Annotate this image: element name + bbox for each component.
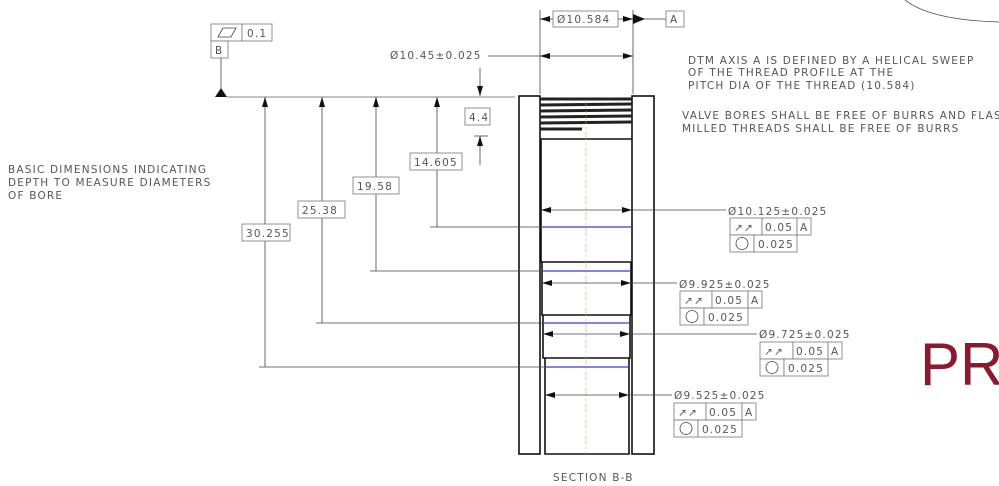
svg-text:DTM AXIS A IS DEFINED BY A HEL: DTM AXIS A IS DEFINED BY A HELICAL SWEEP (688, 55, 975, 67)
runout-icon: ↗↗ (684, 295, 704, 307)
flatness-icon (217, 27, 237, 38)
svg-text:0.05: 0.05 (765, 222, 793, 234)
datum-triangle-icon (215, 88, 227, 97)
svg-text:A: A (800, 222, 808, 234)
svg-text:DEPTH TO MEASURE DIAMETERS: DEPTH TO MEASURE DIAMETERS (8, 177, 211, 189)
depth-label: 14.605 (414, 157, 458, 169)
runout-icon: ↗↗ (764, 346, 784, 358)
svg-text:0.025: 0.025 (702, 424, 738, 436)
svg-text:MILLED THREADS SHALL BE FREE O: MILLED THREADS SHALL BE FREE OF BURRS (682, 123, 960, 135)
stamp-text: PR (920, 331, 999, 398)
svg-text:VALVE BORES SHALL BE FREE OF B: VALVE BORES SHALL BE FREE OF BURRS AND F… (682, 110, 999, 122)
svg-text:A: A (745, 407, 753, 419)
svg-text:0.025: 0.025 (708, 312, 744, 324)
thread-dimensions: Ø10.584 A Ø10.45±0.025 4.4 (390, 10, 685, 165)
svg-text:BASIC DIMENSIONS INDICATING: BASIC DIMENSIONS INDICATING (8, 164, 207, 176)
runout-icon: ↗↗ (734, 222, 754, 234)
thread-depth-label: 4.4 (469, 112, 489, 124)
flatness-frame: 0.1 B (210, 23, 273, 97)
svg-text:OF THE THREAD PROFILE AT THE: OF THE THREAD PROFILE AT THE (688, 67, 894, 79)
svg-text:0.05: 0.05 (709, 407, 737, 419)
general-notes: DTM AXIS A IS DEFINED BY A HELICAL SWEEP… (682, 55, 999, 135)
runout-icon: ↗↗ (678, 407, 698, 419)
thread-bore-dia-label: Ø10.45±0.025 (390, 50, 482, 62)
section-label: SECTION B-B (553, 472, 634, 484)
bore-callout: Ø9.725±0.025 ↗↗ 0.05 A 0.025 (630, 329, 851, 377)
flatness-tolerance: 0.1 (247, 28, 267, 40)
circularity-icon (685, 310, 699, 323)
depth-label: 30.255 (246, 228, 290, 240)
border-arc (904, 0, 999, 23)
svg-text:PITCH DIA OF THE THREAD (10.58: PITCH DIA OF THE THREAD (10.584) (688, 80, 916, 92)
datum-b-label: B (215, 45, 223, 57)
svg-text:0.05: 0.05 (715, 295, 743, 307)
svg-text:Ø10.125±0.025: Ø10.125±0.025 (728, 206, 827, 218)
svg-text:0.05: 0.05 (796, 346, 824, 358)
circularity-icon (765, 361, 779, 374)
bore-callout: Ø9.525±0.025 ↗↗ 0.05 A 0.025 (629, 390, 766, 438)
svg-text:0.025: 0.025 (758, 239, 794, 251)
svg-text:0.025: 0.025 (788, 363, 824, 375)
pitch-dia-label: Ø10.584 (557, 14, 610, 26)
datum-a-label: A (670, 14, 678, 26)
svg-text:Ø9.525±0.025: Ø9.525±0.025 (674, 390, 766, 402)
svg-text:OF BORE: OF BORE (8, 190, 63, 202)
svg-text:Ø9.925±0.025: Ø9.925±0.025 (679, 279, 771, 291)
bore-callout: Ø9.925±0.025 ↗↗ 0.05 A 0.025 (631, 279, 771, 326)
circularity-icon (735, 237, 749, 250)
circularity-icon (679, 422, 693, 435)
bore-callout: Ø10.125±0.025 ↗↗ 0.05 A 0.025 (632, 206, 827, 253)
depth-label: 19.58 (357, 181, 393, 193)
svg-text:Ø9.725±0.025: Ø9.725±0.025 (759, 329, 851, 341)
part-section (518, 95, 655, 455)
svg-text:A: A (831, 346, 839, 358)
basic-dimensions-note: BASIC DIMENSIONS INDICATING DEPTH TO MEA… (8, 164, 211, 202)
depth-dimensions: 14.605 19.58 25.38 30.255 (241, 97, 545, 368)
depth-label: 25.38 (302, 205, 338, 217)
svg-text:A: A (751, 295, 759, 307)
